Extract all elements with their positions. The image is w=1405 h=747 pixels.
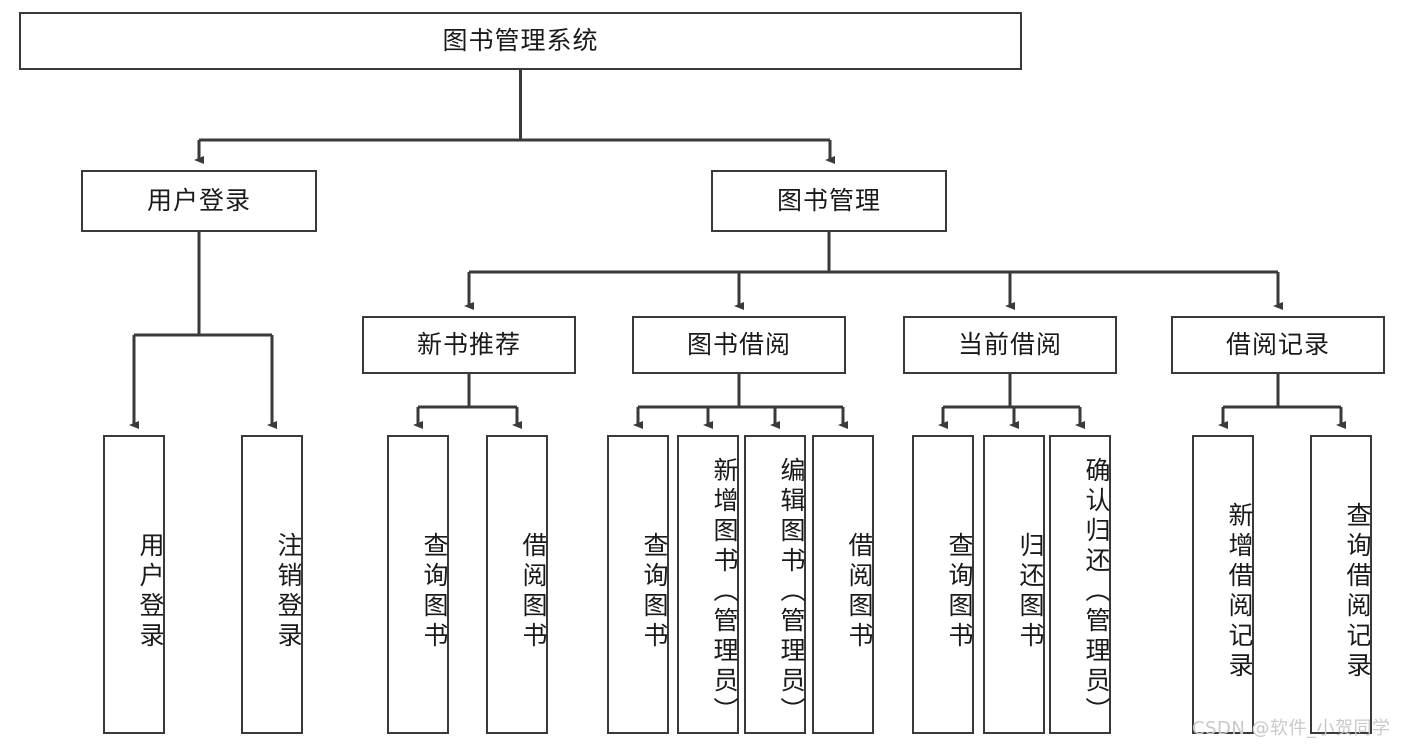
node-root[interactable]: 图书管理系统 bbox=[19, 12, 1022, 70]
node-book-management[interactable]: 图书管理 bbox=[711, 170, 947, 232]
node-borrow-record[interactable]: 借阅记录 bbox=[1171, 316, 1385, 374]
node-leaf-query-borrow-record-label: 查询借阅记录 bbox=[1343, 501, 1372, 682]
node-root-label: 图书管理系统 bbox=[442, 26, 599, 56]
node-current-borrow-label: 当前借阅 bbox=[957, 330, 1062, 360]
node-leaf-query-borrow-record[interactable]: 查询借阅记录 bbox=[1310, 435, 1372, 734]
node-leaf-borrow-book-recommend-label: 借阅图书 bbox=[519, 531, 548, 652]
node-leaf-edit-book[interactable]: 编辑图书（管理员） bbox=[744, 435, 806, 734]
node-leaf-edit-book-label: 编辑图书（管理员） bbox=[777, 456, 806, 727]
node-leaf-user-login[interactable]: 用户登录 bbox=[103, 435, 165, 734]
node-leaf-query-book-borrow-label: 查询图书 bbox=[640, 531, 669, 652]
node-leaf-query-book-current-label: 查询图书 bbox=[945, 531, 974, 652]
node-leaf-add-borrow-record-label: 新增借阅记录 bbox=[1225, 501, 1254, 682]
node-leaf-confirm-return[interactable]: 确认归还（管理员） bbox=[1049, 435, 1111, 734]
node-book-management-label: 图书管理 bbox=[776, 186, 881, 216]
node-leaf-user-logout[interactable]: 注销登录 bbox=[241, 435, 303, 734]
node-leaf-user-login-label: 用户登录 bbox=[136, 531, 165, 652]
node-leaf-return-book-label: 归还图书 bbox=[1016, 531, 1045, 652]
node-leaf-add-book-label: 新增图书（管理员） bbox=[710, 456, 739, 727]
node-user-login[interactable]: 用户登录 bbox=[81, 170, 317, 232]
csdn-watermark: CSDN @软件_小贺同学 bbox=[1192, 718, 1391, 739]
node-leaf-query-book-recommend[interactable]: 查询图书 bbox=[387, 435, 449, 734]
node-leaf-borrow-book-recommend[interactable]: 借阅图书 bbox=[486, 435, 548, 734]
node-leaf-add-borrow-record[interactable]: 新增借阅记录 bbox=[1192, 435, 1254, 734]
node-user-login-label: 用户登录 bbox=[146, 186, 251, 216]
node-new-book-recommend-label: 新书推荐 bbox=[416, 330, 521, 360]
node-leaf-borrow-book-label: 借阅图书 bbox=[845, 531, 874, 652]
node-leaf-borrow-book[interactable]: 借阅图书 bbox=[812, 435, 874, 734]
node-new-book-recommend[interactable]: 新书推荐 bbox=[362, 316, 576, 374]
node-leaf-user-logout-label: 注销登录 bbox=[274, 531, 303, 652]
node-leaf-query-book-borrow[interactable]: 查询图书 bbox=[607, 435, 669, 734]
node-leaf-confirm-return-label: 确认归还（管理员） bbox=[1082, 456, 1111, 727]
node-leaf-return-book[interactable]: 归还图书 bbox=[983, 435, 1045, 734]
node-leaf-query-book-recommend-label: 查询图书 bbox=[420, 531, 449, 652]
node-book-borrow[interactable]: 图书借阅 bbox=[632, 316, 846, 374]
node-current-borrow[interactable]: 当前借阅 bbox=[903, 316, 1117, 374]
node-borrow-record-label: 借阅记录 bbox=[1225, 330, 1330, 360]
node-book-borrow-label: 图书借阅 bbox=[686, 330, 791, 360]
node-leaf-add-book[interactable]: 新增图书（管理员） bbox=[677, 435, 739, 734]
node-leaf-query-book-current[interactable]: 查询图书 bbox=[912, 435, 974, 734]
